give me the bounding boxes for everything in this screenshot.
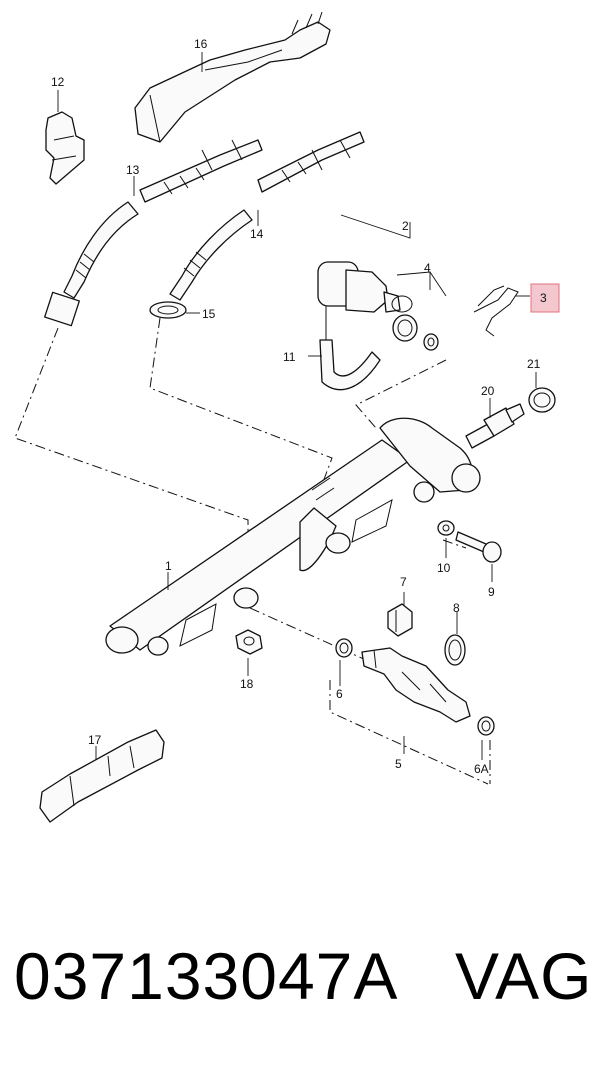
part-18-nut: [235, 629, 263, 655]
callout-11: 11: [283, 350, 296, 364]
brand-name: VAG: [455, 939, 593, 1013]
callout-8: 8: [453, 601, 460, 615]
leader-lines: [57, 52, 537, 760]
callout-12: 12: [51, 75, 65, 89]
callout-18: 18: [240, 677, 254, 691]
part-2-pressure-regulator: [317, 261, 413, 318]
callout-14: 14: [250, 227, 264, 241]
callout-4: 4: [424, 261, 431, 275]
callout-13: 13: [126, 163, 140, 177]
part-20-sensor: [465, 403, 525, 449]
part-6a-seal: [477, 716, 495, 736]
part-12-clip: [45, 111, 85, 185]
part-6-seal: [335, 638, 353, 658]
part-21-cap: [528, 387, 556, 413]
highlight-box: [530, 283, 560, 313]
callout-17: 17: [88, 733, 102, 747]
callout-21: 21: [527, 357, 541, 371]
callout-6: 6: [336, 687, 343, 701]
part-7-clip: [387, 603, 413, 637]
part-14-hose: [169, 131, 365, 301]
callout-1: 1: [165, 559, 172, 573]
callout-10: 10: [437, 561, 451, 575]
exploded-parts-diagram: 16 12 13 14 15 2 4 3 11 20 21 1 10 9 7 8…: [14, 11, 560, 823]
part-11-vacuum-hose: [319, 318, 381, 391]
part-caption: 037133047A VAG: [0, 938, 600, 1038]
callout-5: 5: [395, 757, 402, 771]
callout-7: 7: [400, 575, 407, 589]
part-5-injector: [361, 647, 471, 723]
part-8-o-ring: [444, 634, 466, 666]
part-1-fuel-rail: [105, 417, 481, 656]
callout-6a: 6A: [474, 762, 489, 776]
part-10-washer: [437, 520, 455, 536]
part-16-cover: [134, 11, 331, 143]
part-13-hose: [44, 139, 263, 327]
part-15-clamp: [149, 301, 187, 319]
callout-3: 3: [540, 291, 547, 305]
assembly-lines: [14, 317, 491, 785]
callout-16: 16: [194, 37, 208, 51]
callout-labels: 16 12 13 14 15 2 4 3 11 20 21 1 10 9 7 8…: [51, 37, 547, 776]
part-4-o-rings: [392, 314, 439, 351]
part-17-bracket: [39, 729, 165, 823]
part-number: 037133047A: [14, 939, 399, 1013]
callout-15: 15: [202, 307, 216, 321]
part-3-retaining-clip: [473, 285, 519, 337]
callout-20: 20: [481, 384, 495, 398]
callout-2: 2: [402, 219, 409, 233]
part-9-bolt: [455, 531, 502, 563]
callout-9: 9: [488, 585, 495, 599]
